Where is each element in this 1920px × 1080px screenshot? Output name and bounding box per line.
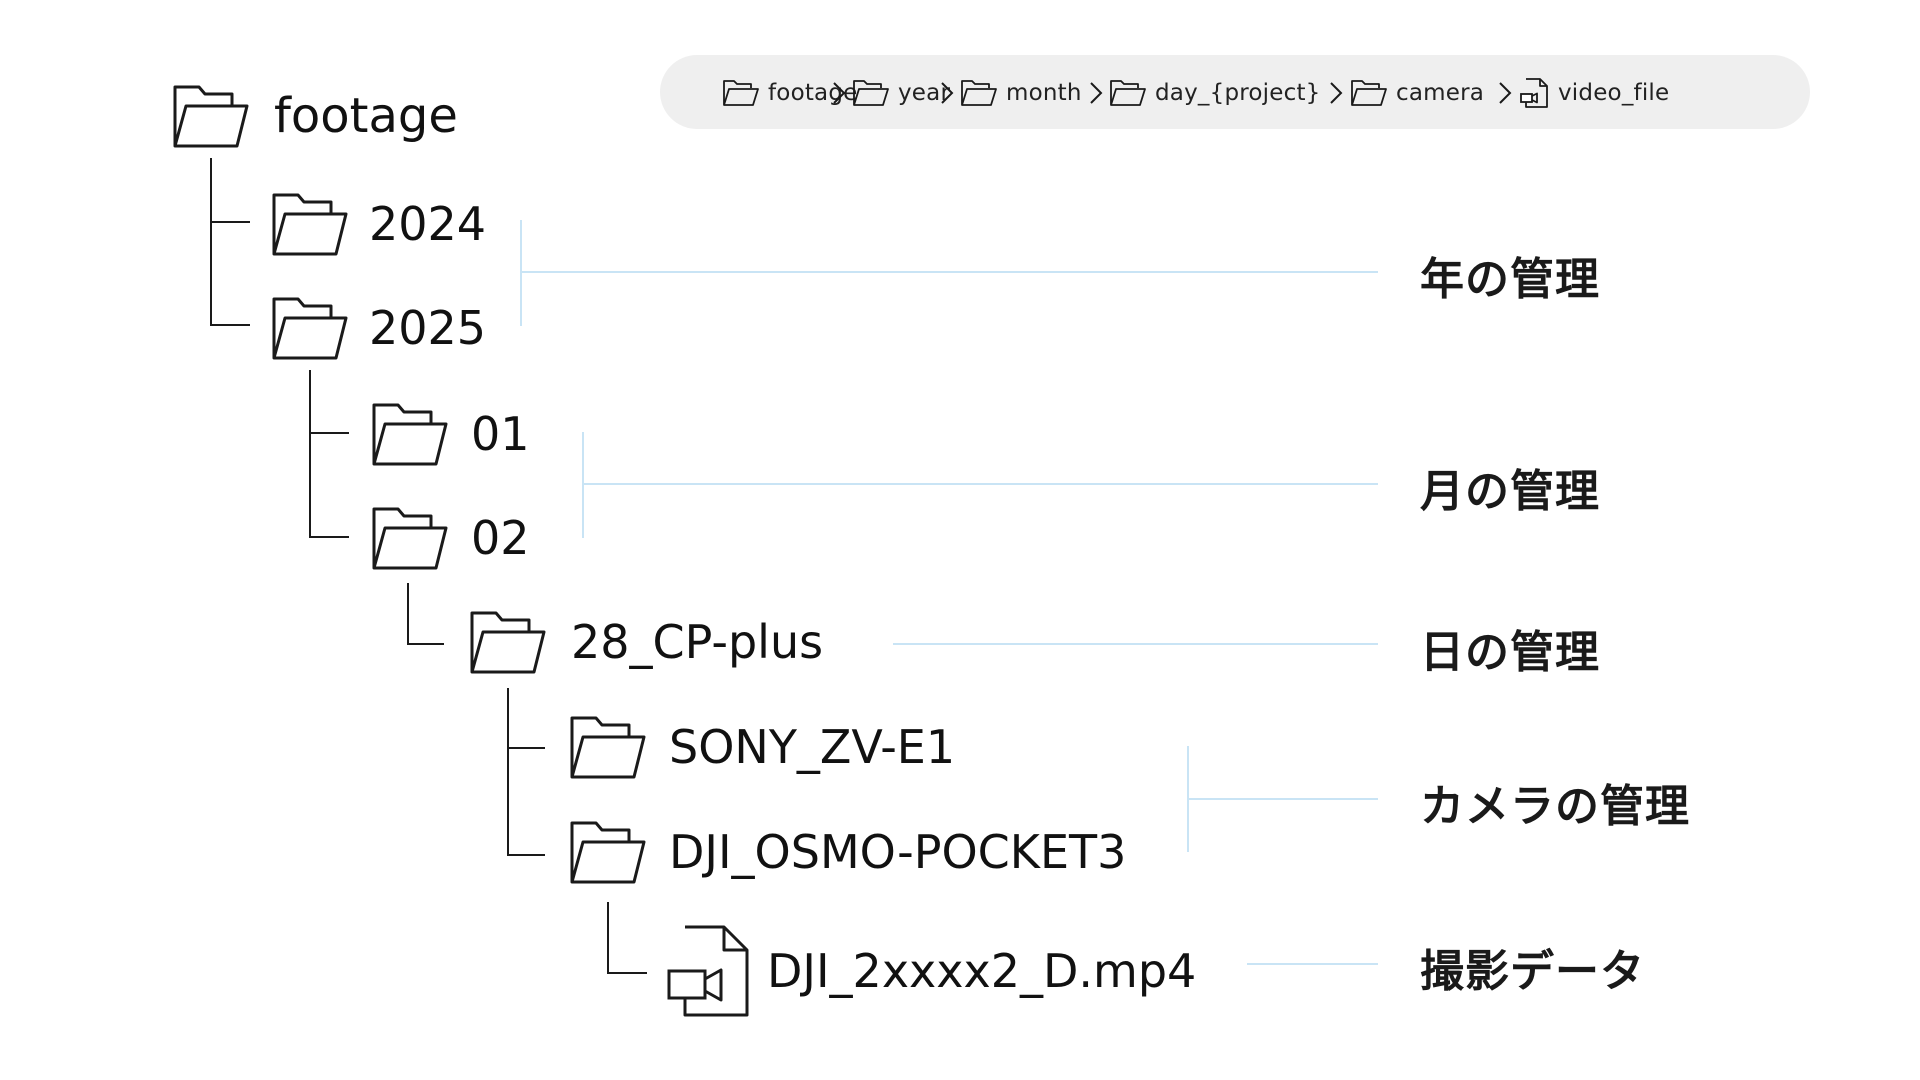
folder-icon — [570, 821, 646, 884]
tree-node-label: 28_CP-plus — [571, 615, 824, 669]
chevron-right-icon — [1090, 82, 1103, 104]
breadcrumb-item-month: month — [960, 77, 1082, 109]
folder-icon — [470, 611, 546, 674]
folder-icon — [853, 80, 889, 106]
tree-connector — [507, 747, 545, 749]
tree-connector — [309, 370, 311, 538]
folder-icon — [173, 85, 249, 148]
tree-connector — [607, 902, 609, 974]
annotation-label-day: 日の管理 — [1420, 627, 1600, 678]
tree-node-label: 02 — [471, 511, 530, 565]
breadcrumb-label: footage — [768, 80, 858, 106]
tree-node-video-file[interactable]: DJI_2xxxx2_D.mp4 — [665, 924, 1196, 1018]
tree-node-label: DJI_2xxxx2_D.mp4 — [767, 944, 1197, 998]
tree-node-label: 01 — [471, 407, 530, 461]
tree-node-label: SONY_ZV-E1 — [669, 720, 956, 774]
annotation-bracket-camera — [1187, 798, 1378, 800]
tree-node-label: 2024 — [369, 197, 487, 251]
tree-connector — [507, 688, 509, 856]
folder-icon — [272, 193, 348, 256]
video-file-icon — [667, 925, 749, 1017]
breadcrumb-item-day-project: day_{project} — [1109, 77, 1321, 109]
tree-connector — [309, 432, 349, 434]
tree-node-sony-zv-e1[interactable]: SONY_ZV-E1 — [569, 711, 955, 783]
tree-node-02[interactable]: 02 — [371, 502, 530, 574]
annotation-bracket-footage — [1247, 963, 1378, 965]
tree-node-2025[interactable]: 2025 — [271, 292, 486, 364]
folder-icon — [372, 403, 448, 466]
tree-node-28-cp-plus[interactable]: 28_CP-plus — [469, 606, 823, 678]
breadcrumb-item-footage: footage — [722, 77, 858, 109]
folder-icon — [1110, 80, 1146, 106]
breadcrumb-label: camera — [1396, 80, 1485, 106]
tree-node-01[interactable]: 01 — [371, 398, 530, 470]
breadcrumb-label: video_file — [1558, 80, 1670, 106]
annotation-bracket-month — [582, 483, 1378, 485]
folder-icon — [1351, 80, 1387, 106]
folder-icon — [272, 297, 348, 360]
chevron-right-icon — [1330, 82, 1343, 104]
tree-connector — [407, 643, 444, 645]
tree-connector — [210, 221, 250, 223]
tree-connector — [507, 854, 545, 856]
breadcrumb-label: month — [1006, 80, 1082, 106]
tree-connector — [210, 324, 250, 326]
annotation-bracket-month — [582, 432, 584, 538]
tree-node-label: 2025 — [369, 301, 487, 355]
breadcrumb-item-year: year — [852, 77, 950, 109]
annotation-label-footage: 撮影データ — [1420, 946, 1645, 997]
tree-node-label: footage — [274, 88, 458, 144]
tree-connector — [309, 536, 349, 538]
chevron-right-icon — [833, 82, 846, 104]
annotation-bracket-day — [893, 643, 1378, 645]
tree-node-label: DJI_OSMO-POCKET3 — [669, 825, 1127, 879]
tree-node-2024[interactable]: 2024 — [271, 188, 486, 260]
chevron-right-icon — [1499, 82, 1512, 104]
tree-node-dji-osmo-pocket3[interactable]: DJI_OSMO-POCKET3 — [569, 816, 1126, 888]
chevron-right-icon — [941, 82, 954, 104]
annotation-label-month: 月の管理 — [1420, 466, 1600, 517]
breadcrumb-item-camera: camera — [1350, 77, 1484, 109]
folder-icon — [372, 507, 448, 570]
annotation-bracket-year — [520, 220, 522, 326]
tree-connector — [407, 583, 409, 645]
tree-connector — [210, 158, 212, 326]
breadcrumb-item-video-file: video_file — [1518, 77, 1669, 109]
tree-node-footage[interactable]: footage — [172, 80, 458, 152]
annotation-label-camera: カメラの管理 — [1420, 781, 1690, 832]
folder-icon — [961, 80, 997, 106]
video-file-icon — [1520, 78, 1548, 108]
annotation-bracket-year — [520, 271, 1378, 273]
breadcrumb: footage year month day_{project} camera … — [660, 55, 1810, 129]
breadcrumb-label: day_{project} — [1155, 80, 1321, 106]
folder-icon — [570, 716, 646, 779]
folder-icon — [723, 80, 759, 106]
breadcrumb-label: year — [898, 80, 951, 106]
annotation-label-year: 年の管理 — [1420, 254, 1600, 305]
tree-connector — [607, 972, 647, 974]
